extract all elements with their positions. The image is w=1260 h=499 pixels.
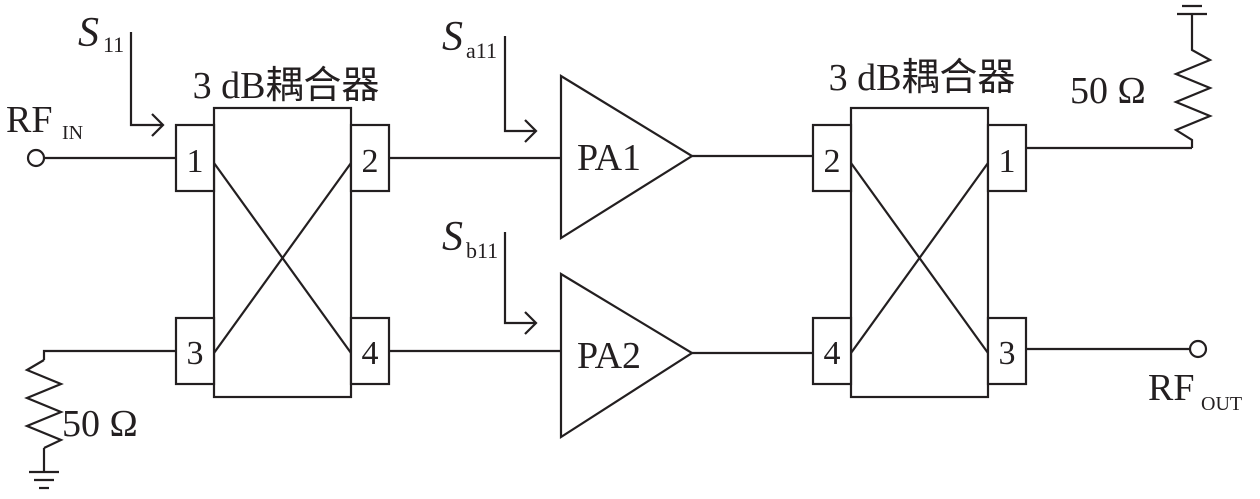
- right-coupler: 2 1 4 3 3 dB耦合器: [811, 57, 1028, 399]
- rf-out-terminal: [1188, 339, 1208, 359]
- left-coupler-body: [212, 106, 353, 399]
- right-coupler-body: [849, 106, 990, 399]
- sb11-arrow-line: [503, 232, 535, 325]
- left-resistor-zigzag: [24, 359, 64, 449]
- left-ground-icon: [29, 470, 59, 490]
- rf-in-subscript: IN: [62, 122, 83, 144]
- left-coupler-cross-line-b: [213, 162, 352, 354]
- sb11-subscript: b11: [466, 238, 498, 263]
- right-port-4-box: [811, 316, 853, 386]
- sa11-subscript: a11: [466, 38, 497, 63]
- rf-out-label-group: RF OUT: [1148, 367, 1242, 415]
- amplifier-pa2: PA2: [559, 272, 695, 440]
- sb11-marker: S b11: [442, 214, 538, 335]
- right-resistor-zigzag: [1173, 14, 1213, 148]
- sb11-label: S: [442, 214, 463, 260]
- left-port-1-label: 1: [187, 143, 204, 180]
- sa11-arrow-line: [503, 36, 535, 133]
- pa2-label: PA2: [577, 335, 641, 377]
- right-port-2-label: 2: [824, 143, 841, 180]
- left-termination: 50 Ω: [24, 359, 138, 490]
- rf-out-label: RF: [1148, 367, 1194, 409]
- rf-in-terminal: [26, 148, 46, 168]
- pa2-triangle: [559, 272, 695, 440]
- pa1-label: PA1: [577, 137, 641, 179]
- sb11-arrowhead-icon: [524, 311, 538, 335]
- right-port-4-label: 4: [824, 335, 841, 372]
- rf-out-subscript: OUT: [1201, 393, 1242, 415]
- wires: [42, 146, 1192, 360]
- wire-left-port3-to-resistor: [42, 349, 176, 360]
- left-port-3-label: 3: [187, 335, 204, 372]
- sa11-arrowhead-icon: [524, 119, 538, 143]
- left-coupler-title: 3 dB耦合器: [193, 65, 380, 107]
- rf-in-label-group: RF IN: [6, 99, 83, 144]
- right-coupler-title: 3 dB耦合器: [829, 57, 1016, 99]
- sa11-marker: S a11: [442, 14, 538, 143]
- amplifier-pa1: PA1: [559, 74, 695, 240]
- s11-arrow-line: [129, 32, 162, 127]
- rf-in-label: RF: [6, 99, 52, 141]
- right-resistor-label: 50 Ω: [1070, 70, 1146, 112]
- s11-arrowhead-icon: [151, 113, 165, 137]
- left-port-4-label: 4: [362, 335, 379, 372]
- left-resistor-label: 50 Ω: [62, 403, 138, 445]
- s11-marker: S 11: [78, 10, 165, 137]
- right-coupler-cross-line-b: [850, 162, 989, 354]
- right-port-2-box: [811, 123, 853, 193]
- right-port-1-label: 1: [999, 143, 1016, 180]
- right-port-3-label: 3: [999, 335, 1016, 372]
- left-coupler: 1 2 3 4 3 dB耦合器: [174, 65, 391, 399]
- s11-subscript: 11: [103, 32, 124, 57]
- sa11-label: S: [442, 14, 463, 60]
- right-port-3-box: [986, 316, 1028, 386]
- right-port-1-box: [986, 123, 1028, 193]
- right-termination: 50 Ω: [1070, 4, 1213, 148]
- s11-label: S: [78, 10, 99, 56]
- left-port-2-label: 2: [362, 143, 379, 180]
- left-port-4-box: [349, 316, 391, 386]
- right-ground-icon: [1177, 4, 1207, 16]
